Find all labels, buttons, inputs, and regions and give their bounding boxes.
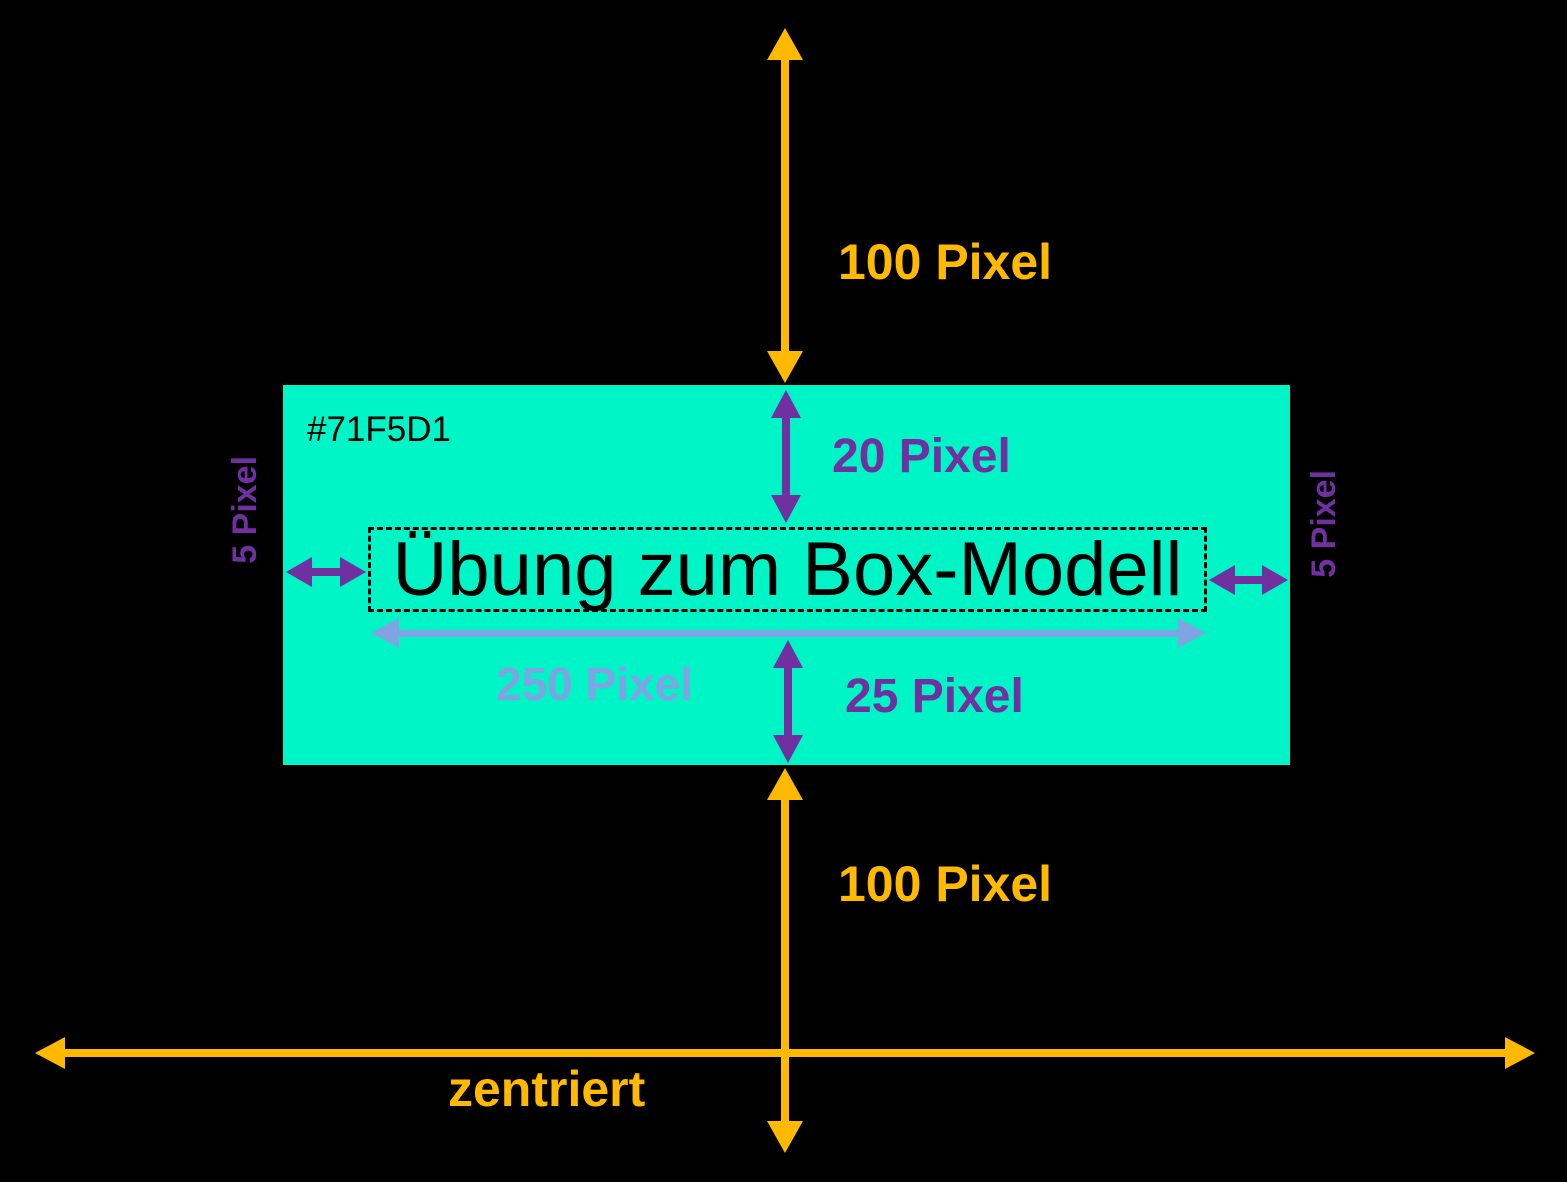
arrow-shaft xyxy=(1235,576,1262,584)
arrowhead-right-icon xyxy=(1262,565,1288,595)
arrow-shaft xyxy=(65,1049,1505,1057)
content-width-label: 250 Pixel xyxy=(496,658,693,710)
arrow-shaft xyxy=(781,800,789,1121)
padding-top-label: 20 Pixel xyxy=(832,430,1011,483)
arrowhead-left-icon xyxy=(1209,565,1235,595)
padding-left-arrow xyxy=(286,557,366,587)
arrowhead-up-icon xyxy=(767,28,803,60)
arrowhead-up-icon xyxy=(771,390,801,418)
content-dashed-border: Übung zum Box-Modell xyxy=(368,527,1207,612)
padding-bottom-arrow xyxy=(773,640,803,763)
margin-top-label: 100 Pixel xyxy=(838,234,1053,290)
padding-bottom-label: 25 Pixel xyxy=(845,670,1024,723)
arrowhead-left-icon xyxy=(35,1037,65,1069)
arrow-shaft xyxy=(312,568,340,576)
arrowhead-down-icon xyxy=(767,351,803,383)
margin-bottom-label: 100 Pixel xyxy=(838,856,1053,912)
background-hex-label: #71F5D1 xyxy=(307,410,451,449)
arrowhead-down-icon xyxy=(767,1121,803,1153)
centered-axis-arrow xyxy=(35,1036,1535,1070)
content-text: Übung zum Box-Modell xyxy=(392,526,1183,612)
alignment-label: zentriert xyxy=(448,1061,646,1117)
arrowhead-down-icon xyxy=(771,495,801,523)
arrowhead-right-icon xyxy=(340,557,366,587)
arrow-shaft xyxy=(781,60,789,351)
arrow-shaft xyxy=(784,668,792,735)
arrowhead-up-icon xyxy=(767,768,803,800)
arrowhead-right-icon xyxy=(1505,1037,1535,1069)
arrowhead-left-icon xyxy=(371,618,399,648)
padding-top-arrow xyxy=(771,390,801,523)
arrow-shaft xyxy=(782,418,790,495)
arrowhead-up-icon xyxy=(773,640,803,668)
padding-left-label: 5 Pixel xyxy=(226,455,265,564)
margin-top-arrow xyxy=(767,28,803,383)
arrow-shaft xyxy=(399,629,1178,637)
padding-right-label: 5 Pixel xyxy=(1305,469,1344,578)
arrowhead-left-icon xyxy=(286,557,312,587)
arrowhead-right-icon xyxy=(1178,618,1206,648)
arrowhead-down-icon xyxy=(773,735,803,763)
padding-right-arrow xyxy=(1209,565,1288,595)
content-width-arrow xyxy=(371,618,1206,648)
margin-bottom-arrow xyxy=(767,768,803,1153)
